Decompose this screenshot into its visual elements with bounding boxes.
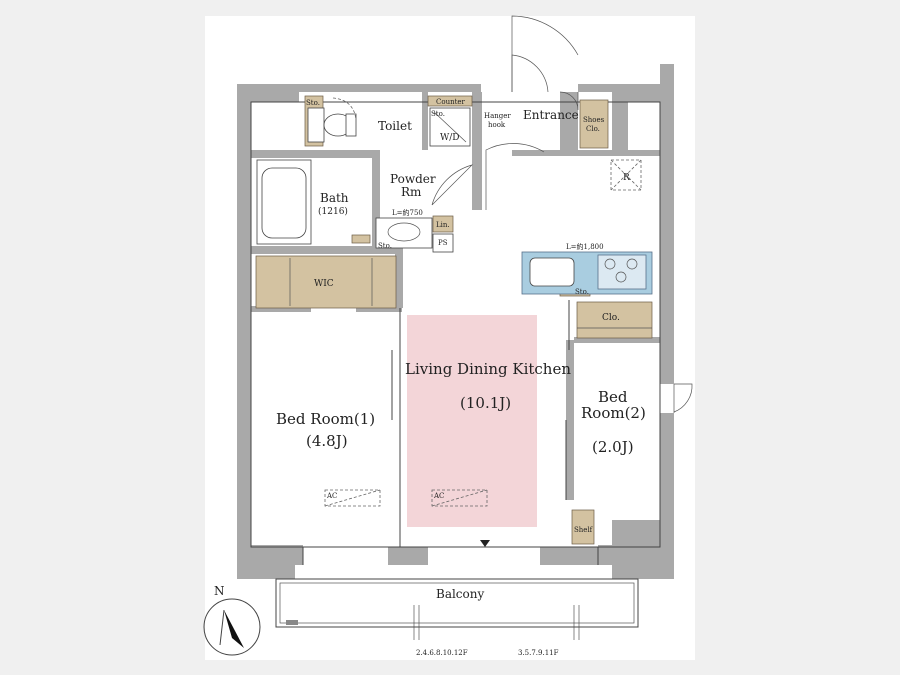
shoes-label-2: Clo. [586, 125, 600, 133]
counter-sto-label: Sto. [431, 110, 445, 118]
entrance-label: Entrance [523, 108, 579, 122]
ac-label-bed1: AC [326, 492, 337, 500]
ps-label: PS [438, 239, 448, 247]
balcony-label: Balcony [436, 587, 484, 601]
counter-storage [427, 95, 473, 107]
ldk-size-label: (10.1J) [460, 394, 511, 412]
shelf-label: Shelf [574, 526, 594, 534]
powder-label-1: Powder [390, 172, 436, 186]
toilet-sto-label: Sto. [306, 99, 320, 107]
bath-sto-label: Sto. [378, 242, 392, 250]
bathtub [256, 159, 371, 245]
toilet-label: Toilet [378, 119, 412, 133]
hanger-label-2: hook [488, 121, 506, 129]
entry-marker [480, 540, 490, 547]
outer-walls [237, 64, 674, 579]
floors-right-label: 3.5.7.9.11F [518, 649, 559, 657]
lin-label: Lin. [436, 221, 450, 229]
ac-label-ldk: AC [433, 492, 444, 500]
bed1-label: Bed Room(1) [276, 410, 375, 428]
kitchen-width-label: L=約1,800 [566, 242, 604, 251]
doors [431, 15, 693, 413]
compass-north-label: N [214, 584, 225, 598]
washer-label: W/D [440, 133, 460, 143]
wic-storage [255, 255, 397, 309]
bed2-label-1: Bed [598, 388, 628, 406]
kitchen-sto-label: Sto. [575, 288, 589, 296]
bed2-size-label: (2.0J) [592, 438, 634, 456]
ac-unit-ldk [431, 489, 488, 507]
refrigerator-label: R [623, 173, 630, 183]
clo-storage [576, 301, 653, 339]
shoes-closet [579, 99, 609, 149]
toilet-fixture [307, 97, 357, 143]
ac-unit-bed1 [324, 489, 381, 507]
shoes-label-1: Shoes [583, 116, 605, 124]
shelf-storage [571, 509, 595, 545]
kitchen-sink [529, 257, 575, 287]
bed2-label-2: Room(2) [581, 404, 646, 422]
wic-label: WIC [314, 279, 334, 289]
bath-label: Bath [320, 191, 349, 205]
clo-label: Clo. [602, 313, 620, 323]
vanity-width-label: L=約750 [392, 208, 423, 217]
lin-storage [432, 215, 454, 233]
interior-walls [251, 92, 660, 500]
ldk-highlight [407, 315, 537, 527]
sliding-panels [391, 300, 570, 500]
hanger-label-1: Hanger [484, 112, 511, 120]
powder-label-2: Rm [401, 185, 422, 199]
bed1-size-label: (4.8J) [306, 432, 348, 450]
counter-label: Counter [436, 98, 466, 106]
floors-left-label: 2.4.6.8.10.12F [416, 649, 468, 657]
balcony-area [275, 578, 639, 640]
bath-size-label: (1216) [318, 206, 348, 217]
ldk-label: Living Dining Kitchen [405, 360, 571, 378]
compass [203, 598, 261, 656]
refrigerator [610, 159, 642, 191]
vanity [375, 217, 454, 253]
